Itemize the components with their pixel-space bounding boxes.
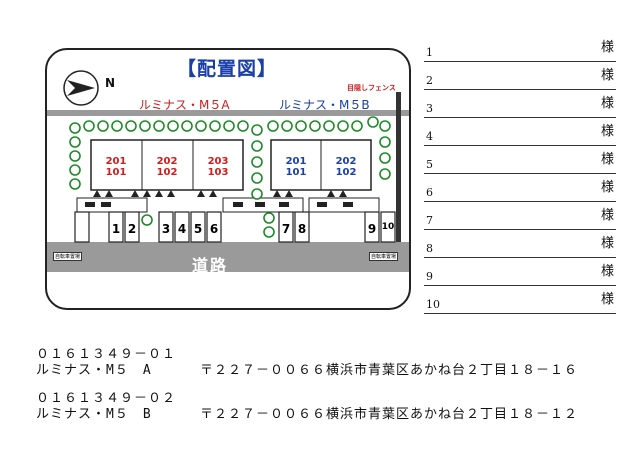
bike-parking-left-label: 自転車置場 xyxy=(53,252,83,261)
property-a-name: ルミナス・M５ A xyxy=(36,363,152,378)
north-label: N xyxy=(105,76,116,90)
parking-4: 4 xyxy=(177,222,187,236)
property-b-address: 〒２２７－００６６横浜市青葉区あかね台２丁目１８－１２ xyxy=(200,407,579,422)
property-b-name: ルミナス・M５ B xyxy=(36,407,152,422)
road-label: 道路 xyxy=(192,256,229,275)
fence xyxy=(396,92,401,242)
parking-2: 2 xyxy=(127,222,137,236)
building-a xyxy=(90,139,244,191)
road xyxy=(47,242,409,272)
parking-10: 10 xyxy=(381,222,395,232)
parking-5: 5 xyxy=(193,222,203,236)
property-b-code: ０１６１３４９－０２ xyxy=(36,391,177,406)
parking-7: 7 xyxy=(281,222,291,236)
property-a-address: 〒２２７－００６６横浜市青葉区あかね台２丁目１８－１６ xyxy=(200,363,579,378)
parking-9: 9 xyxy=(367,222,377,236)
fence-label: 目隠しフェンス xyxy=(347,84,396,92)
north-arrow xyxy=(67,80,95,96)
building-b-label: ルミナス・M５B xyxy=(279,98,370,112)
parking-3: 3 xyxy=(161,222,171,236)
parking-1: 1 xyxy=(111,222,121,236)
property-a-code: ０１６１３４９－０１ xyxy=(36,347,177,362)
building-a-label: ルミナス・M５A xyxy=(139,98,230,112)
map-title: 【配置図】 xyxy=(177,58,278,80)
site-layout-map: 【配置図】 N ルミナス・M５A ルミナス・M５B 目隠しフェンス 道路 201… xyxy=(45,48,411,310)
map-graphics xyxy=(47,70,409,272)
parking-8: 8 xyxy=(297,222,307,236)
parking-6: 6 xyxy=(209,222,219,236)
bike-parking-right-label: 自転車置場 xyxy=(369,252,399,261)
